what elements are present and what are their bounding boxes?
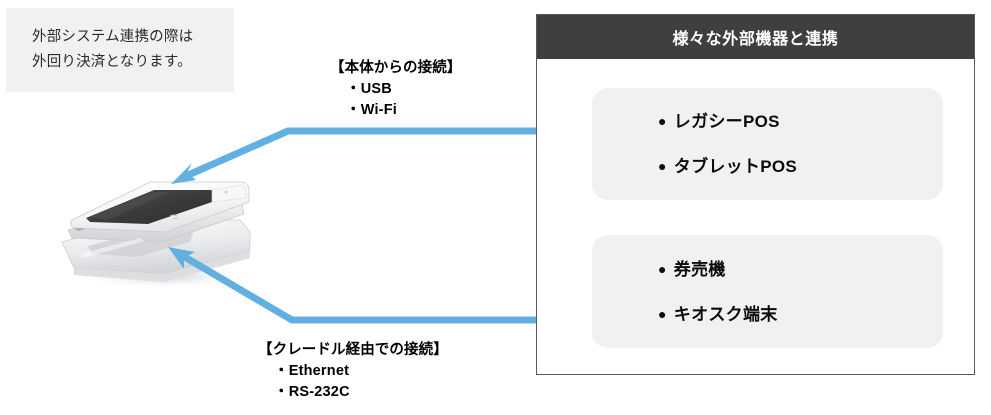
label-cradle-connection: 【クレードル経由での接続】 ・Ethernet ・RS-232C xyxy=(258,340,448,403)
label-device-direct-item-2: ・Wi-Fi xyxy=(346,102,398,118)
label-cradle-item-1: ・Ethernet xyxy=(274,363,350,379)
label-cradle-title: 【クレードル経由での接続】 xyxy=(258,342,448,358)
panel-header: 様々な外部機器と連携 xyxy=(537,15,974,59)
card-item-kiosk-terminal-label: キオスク端末 xyxy=(673,304,778,324)
bullet-icon: ● xyxy=(658,113,667,129)
pos-terminal-illustration xyxy=(44,158,274,289)
external-devices-panel: 様々な外部機器と連携 ● レガシーPOS ● タブレットPOS ● 券売機 ● キオスク… xyxy=(536,14,975,375)
card-item-ticket-machine: ● 券売機 xyxy=(592,247,943,292)
bullet-icon: ● xyxy=(658,305,667,322)
bullet-icon: ● xyxy=(658,158,667,174)
label-device-direct-item-1: ・USB xyxy=(346,81,392,97)
card-pos-devices: ● レガシーPOS ● タブレットPOS xyxy=(592,88,943,200)
card-item-tablet-pos-label: タブレットPOS xyxy=(673,157,798,176)
note-line-2: 外回り決済となります。 xyxy=(32,54,192,70)
note-box: 外部システム連携の際は 外回り決済となります。 xyxy=(6,8,234,92)
panel-body: ● レガシーPOS ● タブレットPOS ● 券売機 ● キオスク端末 xyxy=(537,59,974,374)
card-item-legacy-pos: ● レガシーPOS xyxy=(592,99,943,144)
pos-terminal-svg xyxy=(61,181,252,289)
card-item-kiosk-terminal: ● キオスク端末 xyxy=(592,292,943,337)
card-kiosk-devices: ● 券売機 ● キオスク端末 xyxy=(592,235,943,348)
note-line-1: 外部システム連携の際は xyxy=(32,29,194,45)
card-item-legacy-pos-label: レガシーPOS xyxy=(673,112,780,131)
card-item-ticket-machine-label: 券売機 xyxy=(673,259,726,279)
label-cradle-item-2: ・RS-232C xyxy=(274,384,350,400)
bullet-icon: ● xyxy=(658,260,667,277)
card-item-tablet-pos: ● タブレットPOS xyxy=(592,144,943,189)
label-device-direct-title: 【本体からの接続】 xyxy=(330,60,462,76)
label-device-direct-connection: 【本体からの接続】 ・USB ・Wi-Fi xyxy=(330,58,461,121)
